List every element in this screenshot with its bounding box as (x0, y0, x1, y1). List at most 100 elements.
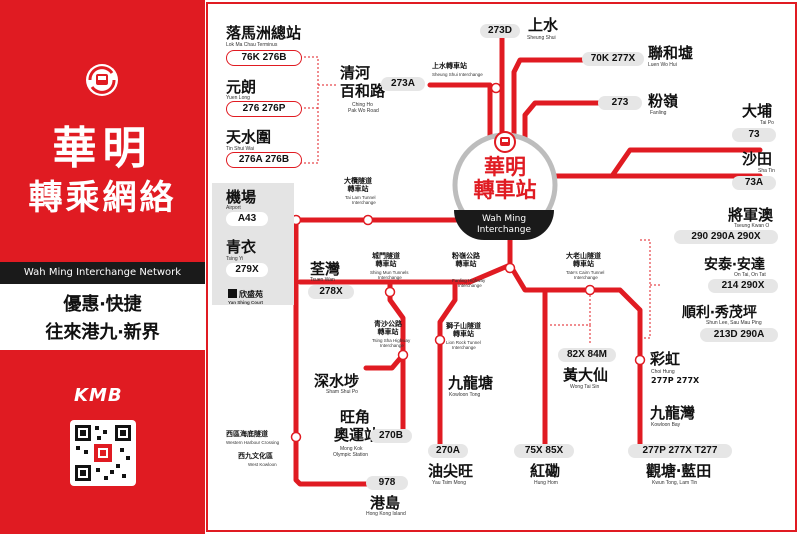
interchange-tsing-sha-line2: 轉車站 (377, 328, 399, 336)
airport-tsing-yi-box (212, 183, 294, 305)
line-hong-kong-island (293, 217, 375, 487)
routes-tsing-yi[interactable]: 279X (226, 263, 268, 277)
slogan-line2: 往來港九‧新界 (45, 322, 160, 343)
station-tsing-yi: 青衣 (226, 238, 257, 256)
station-ching-ho-en2: Pak Wo Road (348, 108, 379, 114)
station-kwun-tong: 觀塘‧藍田 (646, 462, 712, 480)
slogan-area (0, 284, 205, 350)
qr-code[interactable] (70, 420, 136, 486)
station-wong-tai-sin-en: Wong Tai Sin (570, 384, 600, 390)
routes-shun-lee[interactable]: 213D 290A (700, 328, 778, 342)
routes-yuen-long[interactable]: 276 276P (226, 101, 302, 117)
interchange-tai-lam-en1: Tai Lam Tunnel (345, 195, 376, 200)
routes-hung-hom[interactable]: 75X 85X (514, 444, 574, 458)
routes-lok-ma-chau[interactable]: 76K 276B (226, 50, 302, 66)
routes-on-tai[interactable]: 214 290X (708, 279, 778, 293)
station-sheung-shui: 上水 (528, 16, 559, 34)
left-panel: 華明 轉乘網絡 Wah Ming Interchange Network 優惠‧… (0, 0, 205, 534)
routes-tai-po[interactable]: 73 (732, 128, 776, 142)
routes-sheung-shui[interactable]: 273D (480, 24, 520, 38)
slogan-line1: 優惠‧快捷 (63, 294, 142, 315)
station-kowloon-bay-en: Kowloon Bay (651, 422, 681, 428)
station-shun-lee-en: Shun Lee, Sau Mau Ping (706, 320, 762, 326)
routes-yau-tsim-mong[interactable]: 270A (428, 444, 468, 458)
station-on-tai-en: On Tai, On Tat (734, 272, 766, 278)
station-mong-kok: 旺角 奧運站 (334, 408, 379, 444)
station-hung-hom-en: Hung Hom (534, 480, 558, 486)
exchange-icon (228, 289, 237, 298)
routes-luen-wo-hui[interactable]: 70K 277X (582, 52, 644, 66)
interchange-western-harbour-en: Western Harbour Crossing (226, 440, 280, 445)
routes-tsuen-wan[interactable]: 278X (308, 285, 354, 299)
station-lok-ma-chau-en: Lok Ma Chau Terminus (226, 42, 278, 48)
interchange-tsing-sha: 青沙公路 轉車站 (374, 320, 402, 336)
interchange-lion-rock: 獅子山隧道 轉車站 (446, 322, 481, 338)
line-yau-tsim-mong (437, 279, 458, 455)
interchange-fanling-hwy-en2: Interchange (458, 283, 482, 288)
station-luen-wo-hui: 聯和墟 (648, 44, 694, 62)
interchange-shing-mun: 城門隧道 轉車站 (372, 252, 400, 268)
kmb-logo: KMB (74, 385, 123, 406)
hub-english-line2: Interchange (476, 225, 532, 235)
map-frame (206, 2, 797, 532)
station-west-kowloon-en: West Kowloon (248, 462, 277, 467)
walking-links (300, 56, 660, 345)
station-hong-kong-island: 港島 (370, 494, 401, 512)
interchange-shing-mun-en1: Shing Mun Tunnels (370, 270, 409, 275)
interchange-sheung-shui-en: Sheung Shui Interchange (432, 72, 483, 77)
line-ching-ho (427, 82, 493, 143)
routes-fanling[interactable]: 273 (598, 96, 642, 110)
station-sheung-shui-en: Sheung Shui (527, 35, 556, 41)
exchange-label-en: Yan Shing Court (228, 300, 264, 305)
station-tseung-kwan-o: 將軍澳 (728, 206, 774, 224)
line-fanling (522, 100, 603, 143)
station-fanling: 粉嶺 (648, 92, 679, 110)
routes-hong-kong-island[interactable]: 978 (366, 476, 408, 490)
network-english-title: Wah Ming Interchange Network (0, 262, 205, 284)
interchange-shing-mun-line2: 轉車站 (375, 260, 397, 268)
routes-sha-tin[interactable]: 73A (732, 176, 776, 190)
station-tai-po: 大埔 (742, 102, 773, 120)
interchange-tai-lam-line2: 轉車站 (347, 185, 369, 193)
routes-mong-kok[interactable]: 270B (370, 429, 412, 443)
interchange-tsing-sha-line1: 青沙公路 (374, 320, 402, 328)
station-mong-kok-line1: 旺角 (340, 408, 371, 426)
hub-english-line1: Wah Ming (481, 214, 527, 224)
interchange-tai-lam-line1: 大欖隧道 (344, 177, 372, 185)
station-choi-hung: 彩虹 (650, 350, 681, 368)
routes-tin-shui-wai[interactable]: 276A 276B (226, 152, 302, 168)
station-yau-tsim-mong: 油尖旺 (428, 462, 474, 480)
hub-bus-icon (494, 131, 516, 157)
interchange-fanling-hwy-line2: 轉車站 (455, 260, 477, 268)
station-tin-shui-wai: 天水圍 (226, 128, 272, 146)
station-sham-shui-po: 深水埗 (314, 372, 360, 390)
interchange-sheung-shui: 上水轉車站 (432, 62, 467, 70)
station-ching-ho-line1: 清河 (340, 64, 371, 82)
station-ching-ho-line2: 百和路 (340, 82, 386, 100)
interchange-markers (290, 82, 646, 443)
route-lines (267, 33, 763, 487)
station-tseung-kwan-o-en: Tseung Kwan O (734, 223, 770, 229)
station-sha-tin-en: Sha Tin (758, 168, 775, 174)
interchange-tates-cairn-line1: 大老山隧道 (566, 252, 601, 260)
routes-airport[interactable]: A43 (226, 212, 268, 226)
station-sha-tin: 沙田 (742, 150, 773, 168)
station-ching-ho-en1: Ching Ho (352, 102, 373, 108)
routes-wong-tai-sin[interactable]: 82X 84M (558, 348, 616, 362)
interchange-lion-rock-line2: 轉車站 (453, 330, 474, 338)
routes-kwun-tong[interactable]: 277P 277X T277 (628, 444, 732, 458)
station-luen-wo-hui-en: Luen Wo Hui (648, 62, 677, 68)
station-tai-po-en: Tai Po (760, 120, 774, 126)
hub-title-line1: 華明 (484, 155, 526, 179)
routes-ching-ho[interactable]: 273A (381, 77, 425, 91)
interchange-tates-cairn: 大老山隧道 轉車站 (566, 252, 601, 268)
routes-tseung-kwan-o[interactable]: 290 290A 290X (674, 230, 778, 244)
interchange-shing-mun-line1: 城門隧道 (372, 252, 400, 260)
interchange-tai-lam: 大欖隧道 轉車站 (344, 177, 372, 193)
interchange-lion-rock-en2: Interchange (452, 345, 476, 350)
station-on-tai: 安泰‧安達 (704, 257, 765, 273)
hub-english-band: Wah Ming Interchange (454, 210, 554, 240)
routes-choi-hung[interactable]: 277P 277X (651, 376, 700, 385)
interchange-shing-mun-en2: Interchange (378, 275, 402, 280)
